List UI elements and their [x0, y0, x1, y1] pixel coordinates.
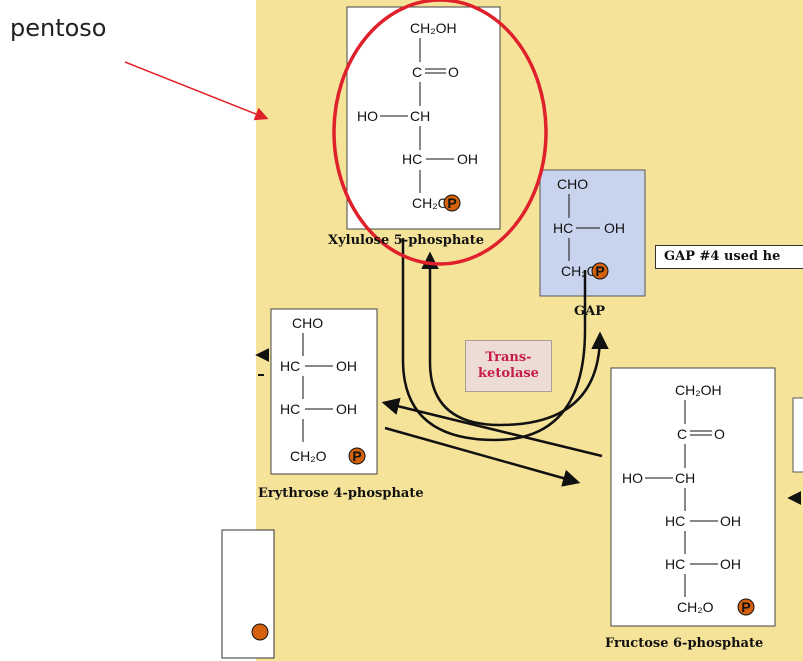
fructose-label: Fructose 6-phosphate	[605, 636, 764, 651]
pentoso-note: pentoso	[10, 14, 107, 42]
gap-c1: CHO	[557, 176, 588, 192]
xylulose-phosphate: P	[447, 195, 456, 211]
fructose-c5-oh: OH	[720, 556, 741, 572]
fructose-c1: CH₂OH	[675, 382, 722, 398]
xylulose-5-phosphate: CH₂OH C O HO CH HC OH CH₂O P	[346, 6, 501, 230]
erythrose-c1: CHO	[292, 315, 323, 331]
erythrose-c3-oh: OH	[336, 401, 357, 417]
arrow-gap-to-xylulose-inner	[421, 251, 609, 427]
gap-note-box: GAP #4 used he	[655, 245, 803, 269]
gap-c2-oh: OH	[604, 220, 625, 236]
gap-phosphate: P	[595, 263, 604, 279]
fructose-c2: C	[677, 426, 687, 442]
transketolase-enzyme: Trans- ketolase	[465, 340, 552, 392]
erythrose-c3: HC	[280, 401, 300, 417]
arrow-fructose-to-erythrose	[381, 397, 603, 458]
fructose-c4-oh: OH	[720, 513, 741, 529]
cropped-box-right	[792, 397, 803, 473]
fructose-c4: HC	[665, 513, 685, 529]
erythrose-c2: HC	[280, 358, 300, 374]
xylulose-c3-ho: HO	[357, 108, 378, 124]
xylulose-c2: C	[412, 64, 422, 80]
fructose-6-phosphate: CH₂OH C O HO CH HC OH HC OH CH₂O P	[610, 367, 776, 627]
partial-molecule-box	[221, 529, 275, 659]
xylulose-c3: CH	[410, 108, 430, 124]
erythrose-c2-oh: OH	[336, 358, 357, 374]
erythrose-c4: CH₂O	[290, 448, 327, 464]
fructose-c2-oxygen: O	[714, 426, 725, 442]
arrow-erythrose-to-fructose	[384, 426, 581, 487]
fructose-c6: CH₂O	[677, 599, 714, 615]
fructose-c3-ho: HO	[622, 470, 643, 486]
gap-c2: HC	[553, 220, 573, 236]
pointer-arrow-icon	[124, 61, 269, 121]
xylulose-c4-oh: OH	[457, 151, 478, 167]
phosphate-icon	[251, 623, 269, 641]
xylulose-c1: CH₂OH	[410, 20, 457, 36]
highlight-circle	[332, 0, 548, 266]
fructose-phosphate: P	[741, 599, 750, 615]
fructose-c5: HC	[665, 556, 685, 572]
erythrose-phosphate: P	[352, 448, 361, 464]
arrow-xylulose-to-gap-outer	[401, 238, 587, 442]
xylulose-c5: CH₂O	[412, 195, 449, 211]
fructose-c3: CH	[675, 470, 695, 486]
erythrose-label: Erythrose 4-phosphate	[258, 486, 424, 501]
xylulose-c4: HC	[402, 151, 422, 167]
gap-label: GAP	[574, 304, 605, 319]
gap-molecule: CHO HC OH CH₂O P	[539, 169, 646, 297]
xylulose-label: Xylulose 5-phosphate	[328, 233, 484, 248]
erythrose-4-phosphate: CHO HC OH HC OH CH₂O P	[270, 308, 378, 475]
xylulose-c2-oxygen: O	[448, 64, 459, 80]
